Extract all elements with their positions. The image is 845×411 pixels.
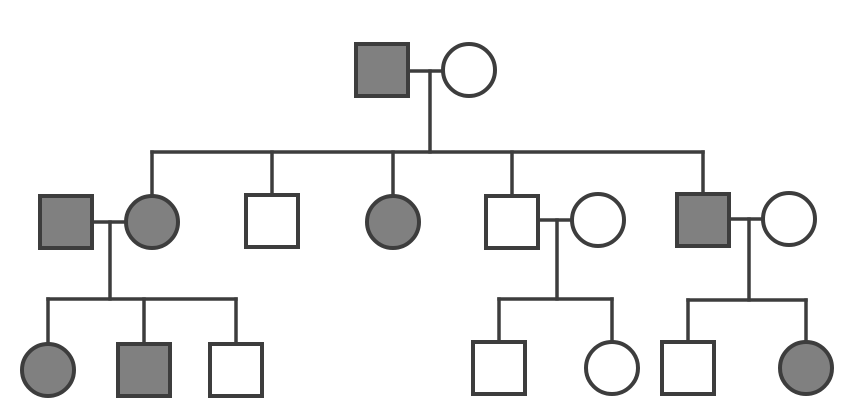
- individual-iii-1-affected-female-symbol: [20, 342, 76, 398]
- individual-iii-3-unaffected-male-symbol: [208, 342, 264, 398]
- individual-iii-6-unaffected-male-symbol: [660, 340, 716, 396]
- individual-ii-2-affected-female-symbol: [124, 194, 180, 250]
- individual-ii-6-unaffected-female-symbol: [570, 192, 626, 248]
- individual-ii-5-unaffected-male-symbol: [484, 194, 540, 250]
- individual-ii-4-affected-female-symbol: [365, 194, 421, 250]
- individual-iii-5-unaffected-female-symbol: [584, 340, 640, 396]
- individual-i-2-unaffected-female-symbol: [441, 42, 497, 98]
- individual-ii-7-affected-male-symbol: [675, 192, 731, 248]
- individual-iii-4-unaffected-male-symbol: [471, 340, 527, 396]
- individual-ii-1-affected-male-symbol: [38, 194, 94, 250]
- individual-i-1-affected-male-symbol: [354, 42, 410, 98]
- individual-ii-8-unaffected-female-symbol: [761, 191, 817, 247]
- individual-iii-2-affected-male-symbol: [116, 342, 172, 398]
- individual-ii-3-unaffected-male-symbol: [244, 193, 300, 249]
- individual-iii-7-affected-female-symbol: [778, 340, 834, 396]
